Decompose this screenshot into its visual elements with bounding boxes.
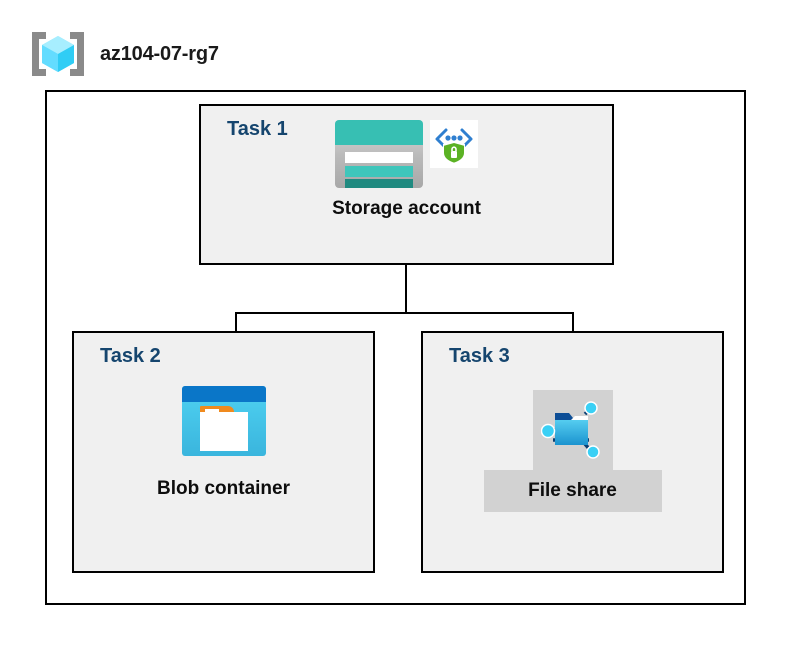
storage-account-icon [335, 120, 423, 188]
blob-container-caption: Blob container [156, 478, 290, 499]
resource-group-icon [30, 28, 86, 80]
file-share-node[interactable]: File share [421, 390, 724, 512]
task-2-label: Task 2 [100, 345, 161, 367]
storage-icon-row [335, 120, 478, 194]
blob-folder-body [199, 412, 248, 451]
secure-endpoint-icon [430, 120, 478, 168]
bracket-right-decoration [70, 32, 84, 76]
task-1-label: Task 1 [227, 118, 288, 140]
blob-window-titlebar [181, 386, 266, 402]
task-3-box[interactable]: Task 3 [421, 331, 724, 573]
storage-row-teal [345, 166, 413, 177]
blob-container-icon [181, 386, 266, 456]
storage-header-band [335, 120, 423, 145]
blob-container-node[interactable]: Blob container [72, 386, 375, 500]
connector-storage-trunk [405, 265, 407, 313]
storage-account-node[interactable]: Storage account [199, 120, 614, 220]
file-share-caption: File share [528, 480, 617, 501]
cube-glyph [42, 36, 74, 72]
storage-row-white [345, 152, 413, 163]
connector-horizontal-bus [235, 312, 574, 314]
bracket-left-decoration [32, 32, 46, 76]
storage-account-caption: Storage account [332, 198, 481, 219]
resource-group-title: az104-07-rg7 [100, 42, 219, 65]
task-3-label: Task 3 [449, 345, 510, 367]
file-share-caption-highlight: File share [483, 470, 662, 512]
file-share-icon [540, 400, 605, 460]
blob-folder-tab [199, 406, 234, 415]
file-share-icon-highlight [532, 390, 613, 470]
resource-group-header: az104-07-rg7 [30, 26, 330, 82]
storage-row-dark-teal [345, 179, 413, 188]
